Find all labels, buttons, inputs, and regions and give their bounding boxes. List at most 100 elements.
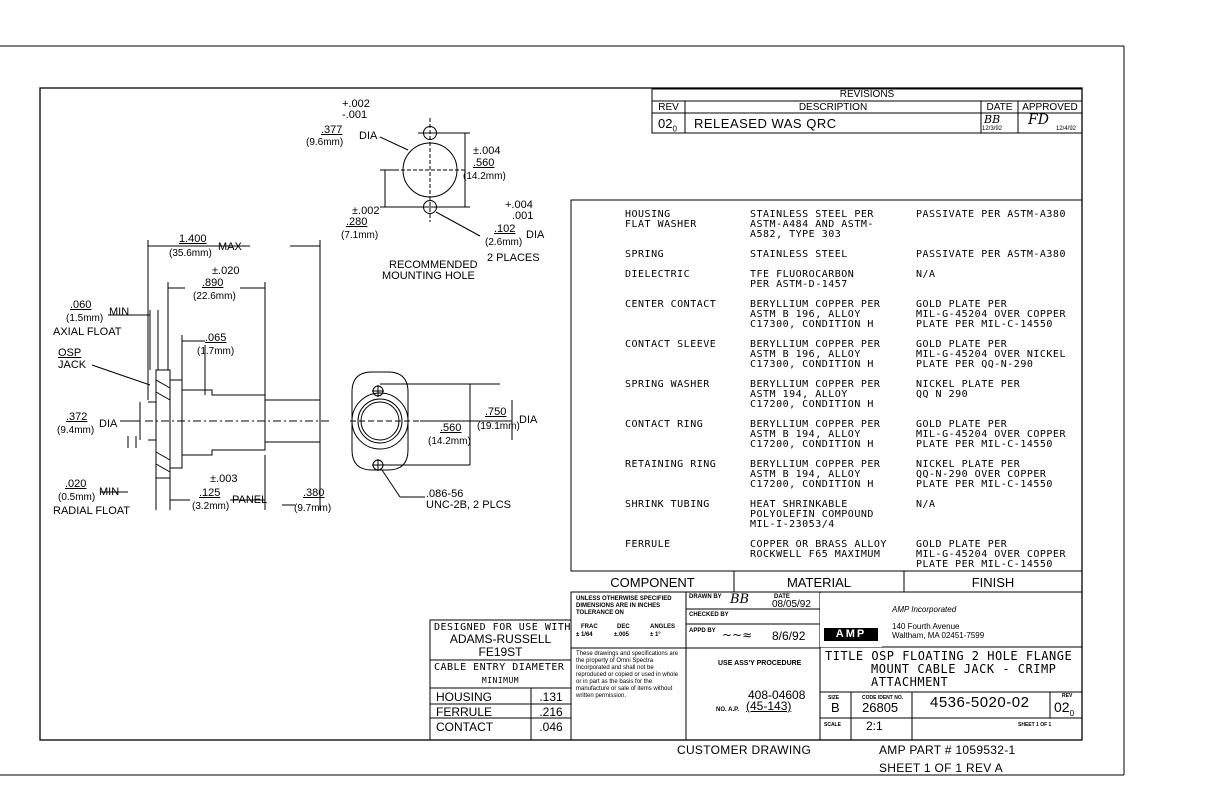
procedure-number: 408-04608 bbox=[748, 688, 806, 702]
rev-label: REV bbox=[1062, 693, 1073, 699]
dim-380: .380 bbox=[303, 487, 325, 499]
tol-dec-value: ±.005 bbox=[614, 632, 629, 638]
drawn-by-label: DRAWN BY bbox=[689, 594, 722, 600]
proprietary-note: These drawings and specifications are th… bbox=[576, 651, 679, 699]
dim-065: .065 bbox=[205, 332, 227, 344]
bom-component-7: RETAINING RING bbox=[625, 459, 717, 470]
bom-finish-5: NICKEL PLATE PER QQ N 290 bbox=[916, 379, 1021, 400]
tol-angles-value: ± 1° bbox=[650, 632, 661, 638]
drawn-by-signature: BB bbox=[730, 592, 750, 607]
dim-102-mm: (2.6mm) bbox=[485, 237, 523, 248]
revision-rev: 020 bbox=[658, 116, 677, 134]
bom-material-1: STAINLESS STEEL bbox=[750, 249, 848, 260]
size-label: SIZE bbox=[828, 695, 840, 701]
dim-560-front-mm: (14.2mm) bbox=[428, 436, 471, 447]
drawing-title-line3: ATTACHMENT bbox=[871, 675, 949, 689]
bom-finish-1: PASSIVATE PER ASTM-A380 bbox=[916, 249, 1066, 260]
dim-890: .890 bbox=[202, 277, 224, 289]
cable-contact-value: .046 bbox=[539, 720, 563, 734]
panel-label: PANEL bbox=[232, 494, 268, 506]
drawing-title-line2: MOUNT CABLE JACK - CRIMP bbox=[871, 662, 1057, 676]
tol-angles-label: ANGLES bbox=[650, 624, 676, 630]
tol-frac-value: ± 1/64 bbox=[576, 632, 593, 638]
bom-finish-0: PASSIVATE PER ASTM-A380 bbox=[916, 209, 1066, 220]
scale-value: 2:1 bbox=[866, 719, 883, 733]
dim-020-min: MIN bbox=[99, 486, 120, 498]
dim-1400-max: MAX bbox=[218, 241, 242, 253]
designed-for-line2: ADAMS-RUSSELL bbox=[449, 632, 552, 646]
bom-finish-9: GOLD PLATE PER MIL-G-45204 OVER COPPER P… bbox=[916, 539, 1066, 570]
tolerance-note: UNLESS OTHERWISE SPECIFIED DIMENSIONS AR… bbox=[576, 596, 672, 616]
dim-hole-dia-mm: (9.6mm) bbox=[306, 137, 344, 148]
bom-header-component: COMPONENT bbox=[610, 575, 695, 590]
dim-280: .280 bbox=[346, 216, 368, 228]
osp-label: OSP bbox=[58, 347, 82, 359]
revisions-col-description: DESCRIPTION bbox=[798, 102, 868, 113]
designed-for-line3: FE19ST bbox=[478, 645, 523, 659]
code-ident-value: 26805 bbox=[862, 700, 899, 715]
dim-two-places: 2 PLACES bbox=[487, 252, 540, 264]
cable-entry-minimum: MINIMUM bbox=[481, 676, 520, 685]
bom-header-finish: FINISH bbox=[971, 575, 1015, 590]
jack-label: JACK bbox=[58, 359, 87, 371]
revisions-col-rev: REV bbox=[658, 102, 679, 113]
recommended-label: RECOMMENDED bbox=[389, 259, 478, 271]
amp-logo: AMP bbox=[835, 628, 867, 640]
bom-material-6: BERYLLIUM COPPER PER ASTM B 194, ALLOY C… bbox=[750, 419, 881, 450]
bom-finish-8: N/A bbox=[916, 499, 936, 510]
axial-float-label: AXIAL FLOAT bbox=[53, 326, 122, 338]
dim-750-mm: (19.1mm) bbox=[477, 421, 520, 432]
radial-float-label: RADIAL FLOAT bbox=[53, 505, 131, 517]
bom-component-4: CONTACT SLEEVE bbox=[625, 339, 717, 350]
use-assy-label: USE ASS'Y PROCEDURE bbox=[718, 660, 802, 667]
dim-pm020: ±.020 bbox=[212, 265, 240, 277]
dim-890-mm: (22.6mm) bbox=[193, 291, 236, 302]
company-address2: Waltham, MA 02451-7599 bbox=[892, 631, 985, 640]
cable-housing-value: .131 bbox=[539, 690, 563, 704]
bom-material-0: STAINLESS STEEL PER ASTM-A484 AND ASTM- … bbox=[750, 209, 874, 240]
dim-1400: 1.400 bbox=[179, 233, 207, 245]
appd-date: 8/6/92 bbox=[772, 629, 806, 643]
dim-060: .060 bbox=[70, 299, 92, 311]
dim-125: .125 bbox=[199, 487, 221, 499]
bom-material-5: BERYLLIUM COPPER PER ASTM 194, ALLOY C17… bbox=[750, 379, 881, 410]
ap-value: (45-143) bbox=[746, 699, 792, 713]
appd-signature: ~~≈ bbox=[722, 628, 753, 642]
dim-020: .020 bbox=[65, 478, 87, 490]
drawn-date-label: DATE bbox=[774, 594, 790, 600]
thread-spec: .086-56 bbox=[426, 488, 464, 500]
rev-value: 020 bbox=[1054, 699, 1075, 718]
code-ident-label: CODE IDENT NO. bbox=[862, 695, 904, 701]
bom-finish-2: N/A bbox=[916, 269, 936, 280]
dim-750: .750 bbox=[485, 406, 507, 418]
checked-by-label: CHECKED BY bbox=[689, 612, 729, 618]
bom-material-9: COPPER OR BRASS ALLOY ROCKWELL F65 MAXIM… bbox=[750, 539, 887, 560]
dim-125-mm: (3.2mm) bbox=[192, 501, 230, 512]
dim-pm004: ±.004 bbox=[473, 145, 501, 157]
bom-component-6: CONTACT RING bbox=[625, 419, 704, 430]
scale-label: SCALE bbox=[824, 722, 841, 728]
revisions-col-approved: APPROVED bbox=[1022, 102, 1078, 113]
revisions-col-date: DATE bbox=[986, 102, 1013, 113]
dim-hole-dia-suffix: DIA bbox=[359, 130, 378, 142]
dim-pm002: ±.002 bbox=[352, 205, 380, 217]
cable-ferrule-value: .216 bbox=[539, 705, 563, 719]
customer-drawing-label: CUSTOMER DRAWING bbox=[677, 743, 812, 757]
bom-finish-4: GOLD PLATE PER MIL-G-45204 OVER NICKEL P… bbox=[916, 339, 1066, 370]
revision-description: RELEASED WAS QRC bbox=[694, 116, 837, 131]
dim-372: .372 bbox=[66, 411, 88, 423]
bom-component-8: SHRINK TUBING bbox=[625, 499, 710, 510]
company-address1: 140 Fourth Avenue bbox=[892, 622, 960, 631]
bom-material-7: BERYLLIUM COPPER PER ASTM B 194, ALLOY C… bbox=[750, 459, 881, 490]
bom-header-material: MATERIAL bbox=[786, 575, 852, 590]
tol-frac-label: FRAC bbox=[581, 624, 598, 630]
revisions-header: REVISIONS bbox=[839, 89, 895, 100]
revision-date: 12/3/92 bbox=[982, 126, 1003, 132]
dim-560-top-mm: (14.2mm) bbox=[463, 171, 506, 182]
dim-tol-m001: .001 bbox=[512, 210, 534, 222]
bom-material-2: TFE FLUOROCARBON PER ASTM-D-1457 bbox=[750, 269, 855, 290]
dim-560-front: .560 bbox=[440, 422, 462, 434]
drawn-date: 08/05/92 bbox=[772, 599, 811, 610]
bom-component-0: HOUSING FLAT WASHER bbox=[625, 209, 697, 230]
bom-component-3: CENTER CONTACT bbox=[625, 299, 717, 310]
